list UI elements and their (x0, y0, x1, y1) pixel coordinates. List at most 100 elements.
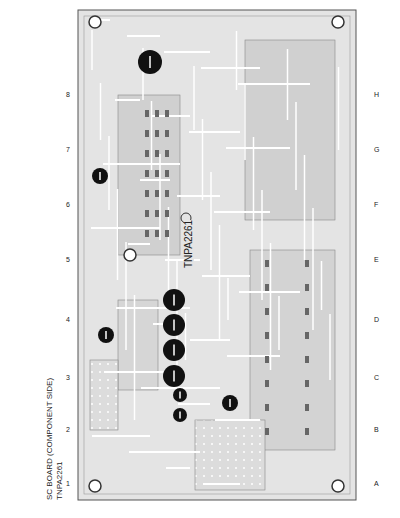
pcb-trace (178, 403, 210, 405)
pcb-trace (215, 419, 260, 421)
capacitor (163, 339, 185, 361)
pcb-trace (127, 35, 160, 37)
pad (165, 170, 169, 177)
pad (305, 284, 309, 291)
pcb-trace (104, 371, 170, 373)
pcb-trace (219, 225, 221, 340)
grid-letter: G (374, 146, 379, 153)
grid-letter: A (374, 480, 379, 487)
pcb-trace (278, 296, 280, 350)
pcb-trace (185, 313, 187, 360)
pcb-trace (190, 339, 230, 341)
grid-number: 2 (66, 426, 70, 433)
pad (155, 110, 159, 117)
grid-letter: C (374, 374, 379, 381)
pad (265, 380, 269, 387)
pcb-trace (202, 275, 250, 277)
board-outline (78, 10, 356, 500)
pad (165, 150, 169, 157)
pad (145, 230, 149, 237)
grid-letter: B (374, 426, 379, 433)
capacitor (92, 168, 108, 184)
pcb-trace (287, 49, 289, 120)
grid-number: 6 (66, 201, 70, 208)
pcb-trace (166, 467, 190, 469)
pcb-trace (201, 67, 260, 69)
pcb-trace (151, 101, 153, 170)
board-part-number: TNPA2261 (184, 220, 194, 268)
pad (145, 210, 149, 217)
pcb-trace (236, 31, 238, 90)
pcb-trace (227, 278, 229, 320)
grid-number: 4 (66, 316, 70, 323)
pcb-trace (129, 451, 200, 453)
capacitor (138, 50, 162, 74)
pcb-trace (91, 30, 93, 70)
pcb-trace (261, 190, 263, 300)
pcb-trace (226, 147, 290, 149)
pcb-trace (164, 51, 210, 53)
capacitor (98, 327, 114, 343)
pad (305, 260, 309, 267)
pcb-trace (108, 136, 110, 210)
pad (155, 150, 159, 157)
grid-number: 5 (66, 256, 70, 263)
pcb-trace (295, 102, 297, 190)
pad (165, 110, 169, 117)
capacitor (163, 314, 185, 336)
grid-letter: D (374, 316, 379, 323)
pad (155, 210, 159, 217)
grid-number: 1 (66, 480, 70, 487)
pcb-trace (117, 189, 119, 280)
pad (265, 356, 269, 363)
pad (305, 356, 309, 363)
grid-number: 3 (66, 374, 70, 381)
pcb-trace (253, 137, 255, 230)
pcb-trace (227, 355, 280, 357)
pcb-trace (193, 66, 195, 130)
pcb-trace (177, 195, 220, 197)
pad (305, 332, 309, 339)
pcb-trace (91, 227, 160, 229)
pad (165, 130, 169, 137)
pad (305, 380, 309, 387)
pcb-trace (304, 155, 306, 260)
pcb-trace (189, 131, 240, 133)
pad (145, 170, 149, 177)
pcb-trace (140, 179, 170, 181)
pad (165, 190, 169, 197)
grid-number: 7 (66, 146, 70, 153)
pad (305, 428, 309, 435)
pcb-trace (321, 261, 323, 310)
pad (145, 190, 149, 197)
mounting-hole (332, 16, 344, 28)
pad (305, 404, 309, 411)
pcb-trace (202, 119, 204, 200)
pcb-trace (100, 83, 102, 140)
pcb-trace (238, 83, 310, 85)
pcb-trace (244, 84, 246, 160)
board-title: SC BOARD (COMPONENT SIDE) (46, 378, 54, 500)
pad (165, 210, 169, 217)
pad (155, 170, 159, 177)
capacitor (173, 408, 187, 422)
pcb-trace (128, 243, 150, 245)
pcb-trace (239, 291, 300, 293)
capacitor (173, 388, 187, 402)
pad (265, 284, 269, 291)
capacitor (163, 365, 185, 387)
capacitor (163, 289, 185, 311)
pcb-trace (92, 435, 150, 437)
pad (265, 332, 269, 339)
pad (155, 190, 159, 197)
pcb-trace (134, 295, 136, 420)
capacitor (222, 395, 238, 411)
pcb-trace (115, 99, 140, 101)
pcb-trace (270, 243, 272, 370)
mounting-hole (89, 480, 101, 492)
pad (145, 110, 149, 117)
pad (145, 130, 149, 137)
pad (155, 230, 159, 237)
pad (265, 260, 269, 267)
